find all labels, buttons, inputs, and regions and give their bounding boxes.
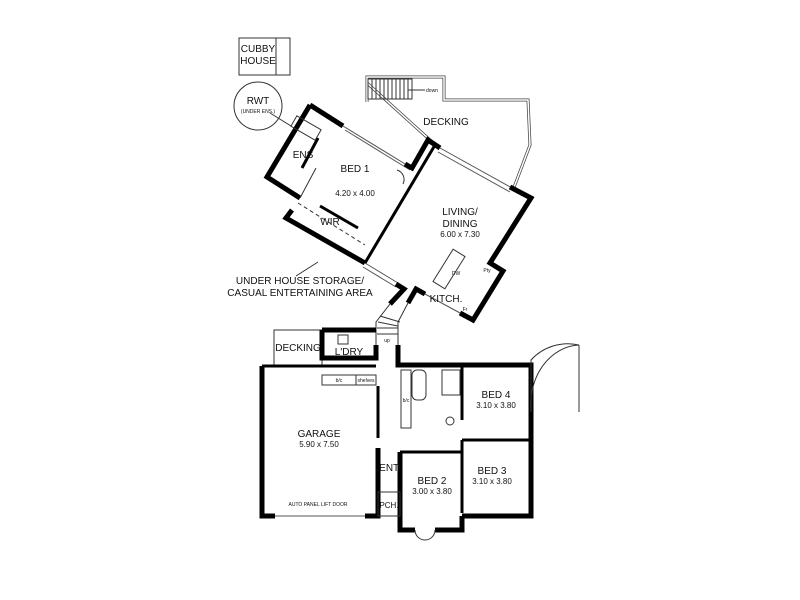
bed2-size: 3.00 x 3.80 [412, 487, 452, 496]
rainwater-tank: RWT (UNDER ENS.) [233, 81, 292, 131]
kitchen-island: DW [432, 248, 466, 290]
bed4-name: BED 4 [482, 390, 511, 401]
upper-wing [263, 102, 535, 324]
cubby-label-2: HOUSE [240, 56, 276, 67]
stairs-up: up [375, 302, 409, 345]
entry-label: ENT. [379, 463, 401, 474]
lower-floor: DECKING L'DRY b/c shelves GARAGE 5.90 x … [259, 327, 580, 541]
rwt-label: RWT [247, 96, 270, 107]
living-label-1: LIVING/ [442, 207, 478, 218]
garage-door-label: AUTO PANEL LIFT DOOR [289, 502, 348, 508]
porch-label: PCH. [379, 501, 398, 510]
arrow-icon [295, 261, 319, 277]
living-label-2: DINING [443, 219, 478, 230]
door-arc [530, 343, 580, 412]
upper-decking: down DECKING [365, 75, 532, 191]
rwt-sublabel: (UNDER ENS.) [241, 109, 276, 115]
cubby-label-1: CUBBY [241, 44, 276, 55]
bed3-name: BED 3 [478, 466, 507, 477]
bed1-name: BED 1 [341, 164, 370, 175]
stairs-down-label: down [426, 88, 438, 94]
cubby-house: CUBBY HOUSE [238, 37, 291, 76]
garage-name: GARAGE [298, 429, 341, 440]
storage-note: UNDER HOUSE STORAGE/ CASUAL ENTERTAINING… [227, 261, 373, 299]
bed4-size: 3.10 x 3.80 [476, 401, 516, 410]
living-size: 6.00 x 7.30 [440, 230, 480, 239]
lower-decking-label: DECKING [275, 343, 321, 354]
garage-size: 5.90 x 7.50 [299, 440, 339, 449]
bed3-size: 3.10 x 3.80 [472, 477, 512, 486]
bed1-size: 4.20 x 4.00 [335, 189, 375, 198]
stairs-up-label: up [384, 338, 390, 344]
shelves-label: shelves [358, 378, 375, 384]
kitchen-label: KITCH. [430, 294, 463, 305]
laundry-label: L'DRY [335, 347, 364, 358]
dishwasher-label: DW [452, 271, 461, 277]
pantry-label: Pty [483, 268, 491, 274]
storage-label-1: UNDER HOUSE STORAGE/ [236, 276, 364, 287]
stairs-down [367, 78, 425, 100]
hall-bic-label: b/c [403, 398, 410, 404]
arrow-icon [269, 112, 292, 127]
ens-label: ENS [293, 150, 314, 161]
wir-label: WIR [320, 217, 339, 228]
laundry-bic-label: b/c [336, 378, 343, 384]
upper-decking-label: DECKING [423, 117, 469, 128]
fridge-label: Fr [463, 307, 468, 313]
bed2-name: BED 2 [418, 476, 447, 487]
storage-label-2: CASUAL ENTERTAINING AREA [227, 288, 373, 299]
